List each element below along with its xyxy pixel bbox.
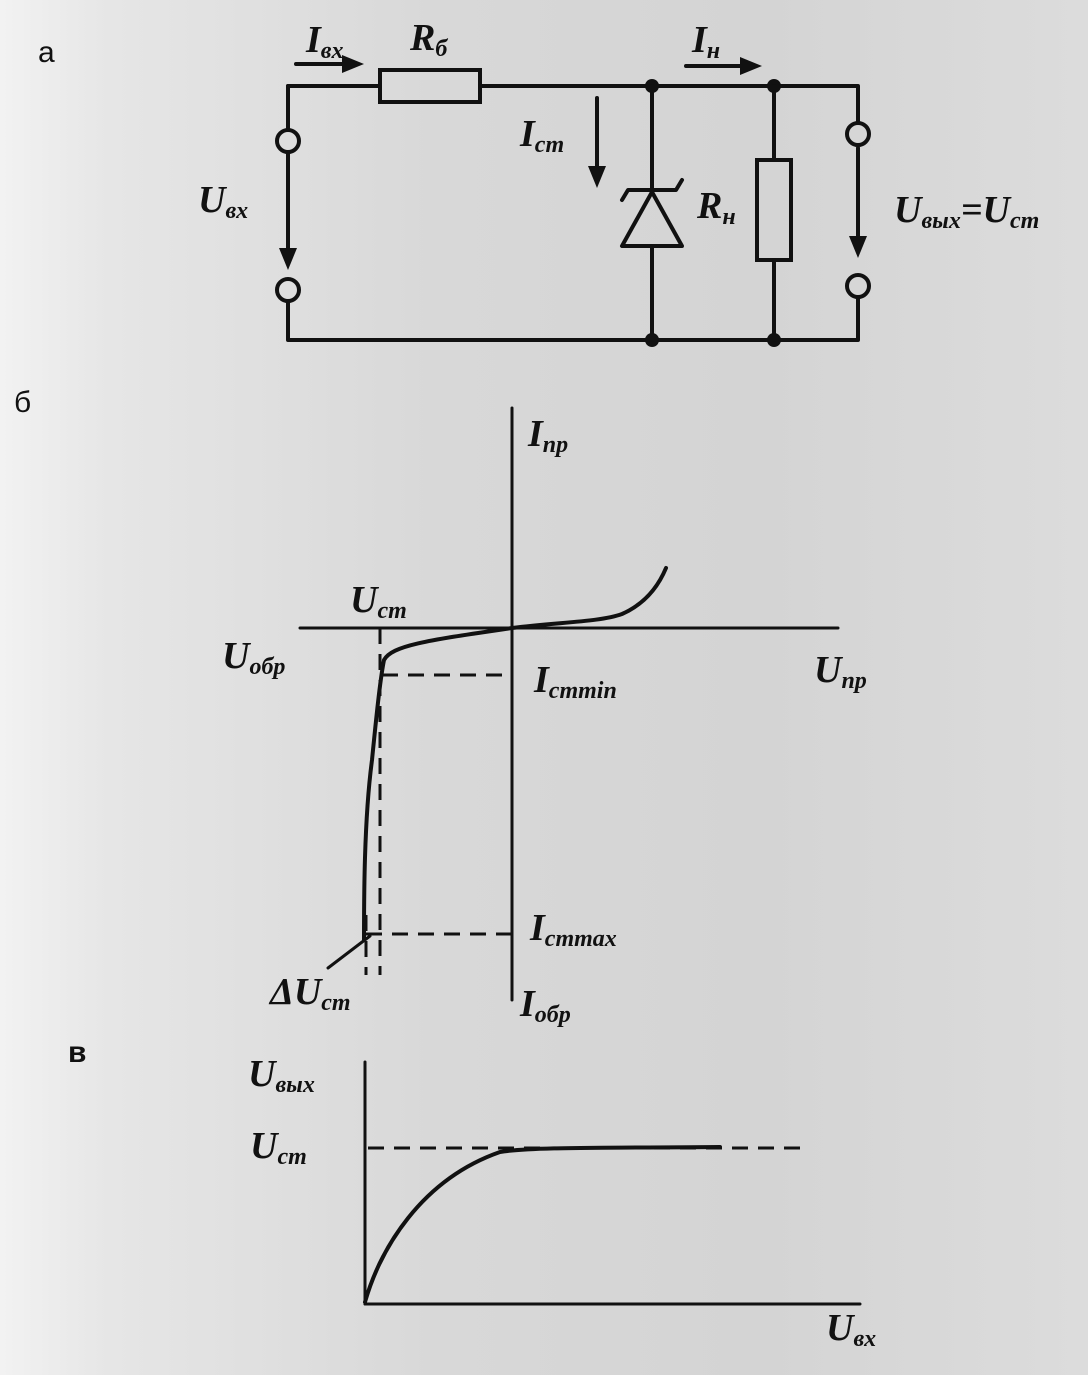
stabilizer-circuit: Iвх Rб Iн Iст Rн Uвх Uвых=Uст [198,17,1039,347]
zener-current-arrow [588,96,606,188]
input-terminal-bottom [275,277,301,303]
input-voltage-label: Uвх [826,1307,876,1352]
input-terminal-top [275,128,301,154]
load-current-arrow [684,57,762,75]
zener-min-current-label: Iстmin [533,659,617,704]
zener-diode [620,84,684,342]
iv-characteristic: Iпр Uст Uобр Iстmin Uпр Iстmax ΔUст Iобр [222,406,867,1028]
output-terminal-bottom [845,273,871,299]
panel-b-label: б [14,386,31,419]
output-voltage-label: Uвых=Uст [894,189,1039,234]
input-current-arrow [294,55,364,73]
forward-voltage-label: Uпр [814,649,867,694]
ballast-resistor [378,68,482,104]
reverse-voltage-label: Uобр [222,635,285,680]
reverse-current-label: Iобр [519,983,571,1028]
panel-a-label: а [38,36,55,69]
output-terminal-top [845,121,871,147]
ballast-resistor-label: Rб [409,17,448,62]
wire [478,84,860,124]
load-resistor [755,158,793,262]
transfer-characteristic: Uвых Uст Uвх [248,1053,876,1352]
zener-voltage-label: Uст [350,579,407,624]
load-current-label: Iн [691,19,720,64]
transfer-curve [363,1145,722,1304]
input-current-label: Iвх [305,19,344,64]
wire [286,296,860,342]
delta-u-label: ΔUст [268,971,351,1016]
forward-current-label: Iпр [527,413,568,458]
input-voltage-arrow [279,152,297,270]
zener-max-current-label: Iстmax [529,907,617,952]
panel-c-label: в [68,1036,86,1069]
output-voltage-arrow [849,146,867,258]
output-voltage-label: Uвых [248,1053,315,1098]
zener-current-label: Iст [519,113,564,158]
iv-curve [362,566,668,942]
load-resistor-label: Rн [696,185,736,230]
zener-voltage-level-label: Uст [250,1125,307,1170]
delta-u-leader [326,934,372,970]
input-voltage-label: Uвх [198,179,248,224]
